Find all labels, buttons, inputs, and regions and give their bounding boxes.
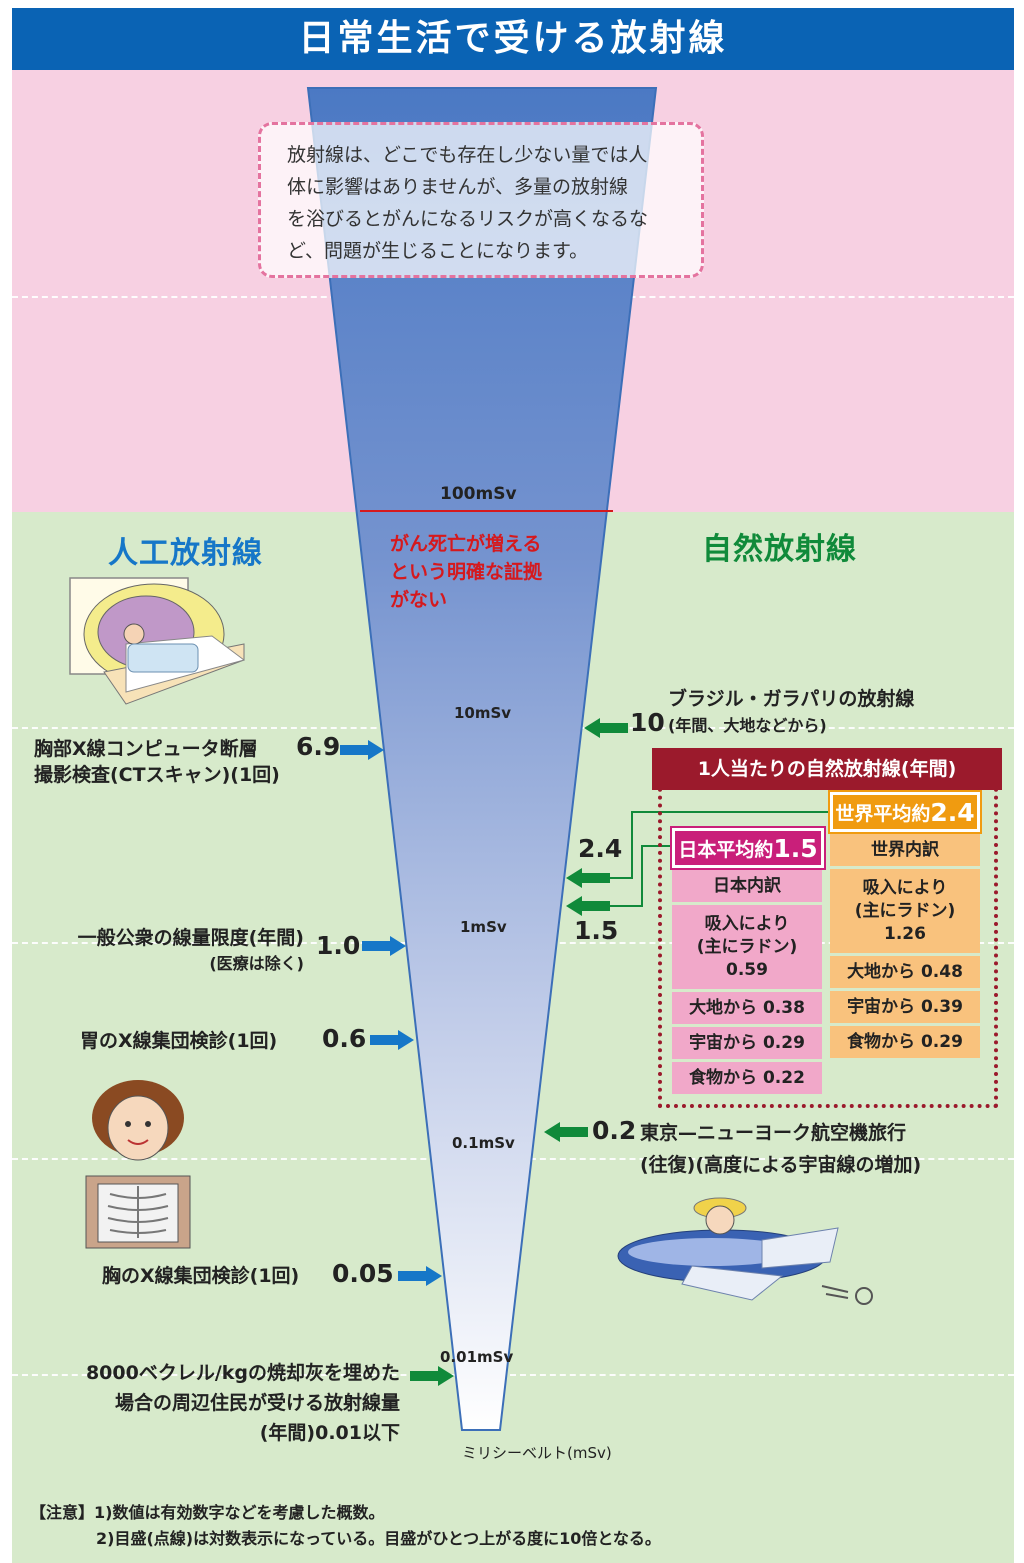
blue-arrow-icon [340,740,384,760]
scale-label-1: 1mSv [460,918,507,936]
intro-line: を浴びるとがんになるリスクが高くなるな [287,208,649,230]
intro-note: 放射線は、どこでも存在し少ない量では人 体に影響はありませんが、多量の放射線 を… [258,122,704,278]
japan-inhalation-line: 0.59 [726,959,768,980]
flight-value: 0.2 [592,1116,637,1145]
stomach-xray-label: 胃のX線集団検診(1回) [80,1030,278,1052]
japan-food: 食物から 0.22 [672,1062,822,1094]
green-arrow-icon [410,1366,454,1386]
threshold-line-text: がん死亡が増える [390,533,542,555]
japan-average-head-value: 1.5 [773,833,818,863]
public-limit-note: (医療は除く) [209,954,304,973]
japan-average-prefix: 日本平均約 [678,838,774,861]
ct-label-line: 胸部X線コンピュータ断層 [34,738,258,760]
threshold-line-text: がない [390,589,448,611]
scale-label-10: 10mSv [454,704,512,722]
stomach-xray-value: 0.6 [322,1024,367,1053]
chest-xray-value: 0.05 [332,1259,394,1288]
chest-xray-label: 胸のX線集団検診(1回) [102,1265,300,1287]
incinerator-ash-line: (年間)0.01以下 [259,1422,400,1444]
world-inhalation-line: 吸入により [862,877,948,898]
flight-label-line2: (往復)(高度による宇宙線の増加) [640,1154,922,1176]
world-food: 食物から 0.29 [830,1026,980,1058]
japan-ground: 大地から 0.38 [672,992,822,1024]
ct-label-line: 撮影検査(CTスキャン)(1回) [34,764,280,786]
ct-value: 6.9 [296,732,341,761]
world-inhalation-line: 1.26 [884,923,926,944]
threshold-note: がん死亡が増える という明確な証拠 がない [390,530,542,614]
japan-inhalation-line: (主にラドン) [696,936,798,957]
natural-box-header: 1人当たりの自然放射線(年間) [652,748,1002,790]
airplane-illustration [617,1197,873,1305]
public-limit-line: 一般公衆の線量限度(年間) [77,927,304,949]
world-inhalation: 吸入により (主にラドン) 1.26 [830,869,980,953]
world-cosmic: 宇宙から 0.39 [830,991,980,1023]
japan-breakdown-title: 日本内訳 [672,870,822,902]
scale-label-100: 100mSv [440,484,517,504]
japan-inhalation: 吸入により (主にラドン) 0.59 [672,905,822,989]
chest-xray-illustration [85,1080,191,1249]
world-inhalation-line: (主にラドン) [854,900,956,921]
intro-line: 放射線は、どこでも存在し少ない量では人 [287,144,648,166]
green-arrow-icon [584,718,628,738]
scale-label-0-1: 0.1mSv [452,1134,515,1152]
natural-heading: 自然放射線 [702,532,857,567]
green-arrow-icon [544,1122,588,1142]
ct-scan-illustration [69,577,246,705]
brazil-note: (年間、大地などから) [668,716,827,735]
flight-label-line1: 東京—ニューヨーク航空機旅行 [640,1122,907,1144]
incinerator-ash-line: 8000ベクレル/kgの焼却灰を埋めた [85,1362,400,1384]
incinerator-ash-label: 8000ベクレル/kgの焼却灰を埋めた 場合の周辺住民が受ける放射線量 (年間)… [30,1358,400,1448]
world-average-prefix: 世界平均約 [835,802,931,825]
ct-label: 胸部X線コンピュータ断層 撮影検査(CTスキャン)(1回) [34,736,280,788]
scale-label-0-01: 0.01mSv [440,1348,514,1366]
blue-arrow-icon [362,936,406,956]
threshold-line-text: という明確な証拠 [390,561,543,583]
page-title: 日常生活で受ける放射線 [12,8,1014,70]
footnote-line: 【注意】1)数値は有効数字などを考慮した概数。 [30,1503,385,1522]
brazil-value: 10 [630,708,665,737]
world-average-head-value: 2.4 [930,797,975,827]
average-connector [566,811,830,916]
public-limit-label: 一般公衆の線量限度(年間) (医療は除く) [52,925,304,977]
blue-arrow-icon [370,1030,414,1050]
footnotes: 【注意】1)数値は有効数字などを考慮した概数。 2)目盛(点線)は対数表示になっ… [30,1500,661,1552]
incinerator-ash-line: 場合の周辺住民が受ける放射線量 [114,1392,400,1414]
footnote-line: 2)目盛(点線)は対数表示になっている。目盛がひとつ上がる度に10倍となる。 [96,1529,661,1548]
blue-arrow-icon [398,1266,442,1286]
unit-label: ミリシーベルト(mSv) [462,1444,612,1462]
world-average-value: 2.4 [578,834,623,863]
public-limit-value: 1.0 [316,931,361,960]
brazil-label: ブラジル・ガラパリの放射線 [668,688,915,710]
world-breakdown-title: 世界内訳 [830,834,980,866]
scale-line-0-01 [12,1374,1014,1376]
japan-inhalation-line: 吸入により [704,913,790,934]
artificial-heading: 人工放射線 [108,536,263,571]
intro-line: 体に影響はありませんが、多量の放射線 [287,176,629,198]
japan-cosmic: 宇宙から 0.29 [672,1027,822,1059]
natural-radiation-box [658,764,998,1108]
world-ground: 大地から 0.48 [830,956,980,988]
intro-line: ど、問題が生じることになります。 [287,240,589,262]
japan-average-value: 1.5 [574,916,619,945]
threshold-line [360,510,613,512]
